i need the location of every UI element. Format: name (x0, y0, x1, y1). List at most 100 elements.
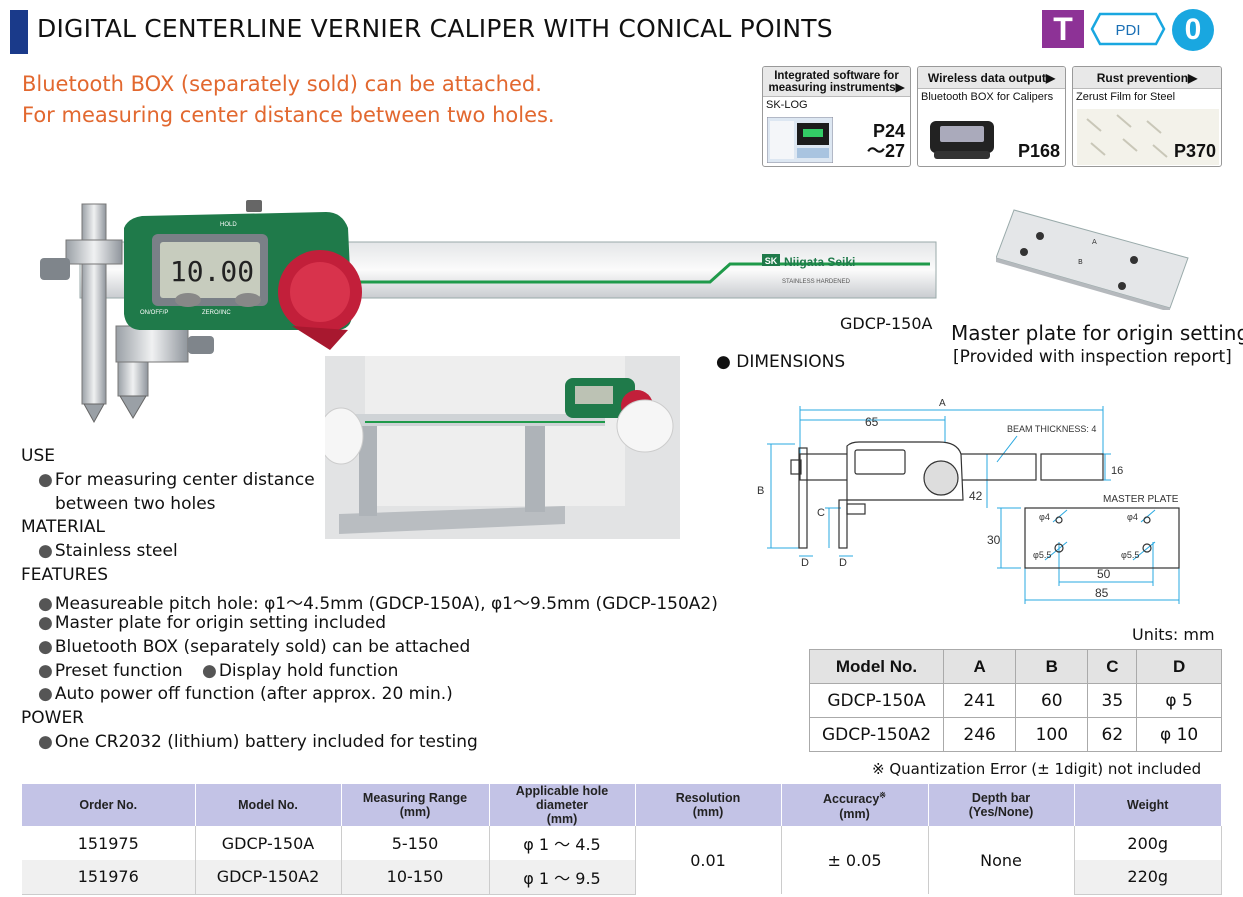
spec-col-resolution: Resolution(mm) (635, 784, 782, 826)
spec-cell: 151975 (22, 826, 196, 860)
feature-item-4: Preset function (38, 661, 183, 681)
spec-cell-accuracy: ± 0.05 (781, 826, 929, 894)
bluetooth-box-icon (930, 121, 994, 159)
dim-label-phi4-right: φ4 (1127, 512, 1138, 522)
zero-label: ZERO/INC (202, 310, 231, 316)
hold-button (246, 200, 262, 212)
feature-item-1: Measureable pitch hole: φ1～4.5mm (GDCP-1… (38, 589, 718, 614)
ref-wireless-sub: Bluetooth BOX for Calipers (921, 91, 1054, 103)
spec-col-hole: Applicable hole diameter(mm) (489, 784, 636, 826)
spec-cell: 220g (1074, 860, 1222, 895)
dim-label-master: MASTER PLATE (1103, 494, 1179, 505)
zero-button (235, 293, 261, 307)
ref-rust-page: P370 (1173, 141, 1216, 161)
ref-software-page-1: P24 (872, 121, 905, 141)
dim-cell: 241 (942, 683, 1017, 718)
dim-label-phi4-left: φ4 (1039, 512, 1050, 522)
dim-cell: φ 10 (1136, 717, 1222, 752)
spec-cell: 10-150 (341, 860, 490, 895)
dim-cell: φ 5 (1136, 683, 1222, 718)
dim-label-65: 65 (865, 415, 879, 429)
dim-label-42: 42 (969, 489, 983, 503)
usage-photo (325, 356, 680, 539)
master-plate-note: [Provided with inspection report] (953, 347, 1232, 367)
badge-t: T (1042, 10, 1084, 48)
spec-col-model: Model No. (195, 784, 342, 826)
dimension-table-header: Model No. A B C D (809, 649, 1222, 684)
spec-cell: 5-150 (341, 826, 490, 860)
ref-wireless-head: Wireless data output▶ (918, 67, 1065, 89)
dim-col-c: C (1087, 649, 1138, 684)
on-off-button (175, 293, 201, 307)
ref-software-head-2: measuring instruments▶ (768, 82, 905, 94)
caliper-illustration: SK Niigata Seiki STAINLESS HARDENED 10.0… (40, 200, 937, 424)
dim-cell: 246 (942, 717, 1017, 752)
units-note: Units: mm (1132, 625, 1215, 644)
spec-cell-resolution: 0.01 (635, 826, 782, 894)
table-row: 151976 GDCP-150A2 10-150 φ 1 ～ 9.5 220g (22, 860, 1222, 895)
spec-col-depth: Depth bar(Yes/None) (928, 784, 1075, 826)
quantization-note: ※ Quantization Error (± 1digit) not incl… (872, 760, 1202, 778)
spec-cell: 200g (1074, 826, 1222, 860)
dim-label-d1: D (801, 557, 809, 569)
dim-col-b: B (1015, 649, 1089, 684)
dim-label-phi55-right: φ5.5 (1121, 550, 1139, 560)
spec-cell: φ 1 ～ 9.5 (489, 860, 636, 895)
spec-table-header: Order No. Model No. Measuring Range(mm) … (22, 784, 1222, 826)
ref-rust-head: Rust prevention▶ (1073, 67, 1221, 89)
ref-software-sub: SK-LOG (766, 99, 808, 111)
master-plate-illustration: A B (996, 209, 1189, 310)
master-plate-caption: Master plate for origin setting (951, 321, 1243, 345)
dimensions-heading: ● DIMENSIONS (716, 352, 846, 372)
spec-cell-depth: None (928, 826, 1075, 894)
brand-mark (762, 254, 780, 266)
use-item-2: between two holes (55, 494, 216, 514)
spec-cell: GDCP-150A (195, 826, 342, 860)
table-row: GDCP-150A 241 60 35 φ 5 (809, 683, 1222, 718)
lock-screw-left (40, 258, 70, 280)
on-off-label: ON/OFF/P (140, 310, 168, 316)
title-accent-bar (10, 10, 28, 54)
table-row: 151975 GDCP-150A 5-150 φ 1 ～ 4.5 0.01 ± … (22, 826, 1222, 894)
table-row: GDCP-150A2 246 100 62 φ 10 (809, 717, 1222, 752)
ref-software-page-2: ～27 (866, 141, 905, 161)
dim-label-beam: BEAM THICKNESS: 4 (1007, 424, 1096, 434)
spec-table: Order No. Model No. Measuring Range(mm) … (22, 784, 1222, 895)
ref-wireless-page: P168 (1017, 141, 1060, 161)
dimension-table: Model No. A B C D GDCP-150A 241 60 35 φ … (809, 649, 1222, 752)
section-material: MATERIAL (21, 517, 106, 537)
pdi-label: PDI (1115, 22, 1140, 39)
dim-col-a: A (942, 649, 1017, 684)
dim-label-b: B (757, 485, 764, 497)
section-features: FEATURES (21, 565, 109, 585)
dim-label-16: 16 (1111, 465, 1123, 477)
dim-cell: 62 (1087, 717, 1138, 752)
spec-col-range: Measuring Range(mm) (341, 784, 490, 826)
subtitle-line-1: Bluetooth BOX (separately sold) can be a… (22, 72, 542, 96)
brand-name: Niigata Seiki (784, 255, 855, 269)
feature-item-5: Display hold function (202, 661, 399, 681)
use-item-1: For measuring center distance (38, 470, 315, 490)
plate-label-b: B (1078, 258, 1083, 266)
dim-cell: GDCP-150A2 (809, 717, 944, 752)
spec-cell: φ 1 ～ 4.5 (489, 826, 636, 860)
badge-zero: 0 (1172, 9, 1214, 51)
page-title: DIGITAL CENTERLINE VERNIER CALIPER WITH … (37, 14, 833, 43)
hold-label: HOLD (220, 222, 237, 228)
power-item-1: One CR2032 (lithium) battery included fo… (38, 732, 478, 752)
ref-box-software: Integrated software for measuring instru… (762, 66, 911, 167)
dim-cell: 100 (1015, 717, 1089, 752)
pdi-badge-icon: PDI (1090, 12, 1166, 46)
section-power: POWER (21, 708, 84, 728)
dim-label-d2: D (839, 557, 847, 569)
section-use: USE (21, 446, 55, 466)
spec-col-accuracy: Accuracy※(mm) (781, 784, 929, 826)
ref-box-rust: Rust prevention▶ Zerust Film for Steel P… (1072, 66, 1222, 167)
lock-screw-slider (188, 336, 214, 354)
feature-item-2: Master plate for origin setting included (38, 613, 386, 633)
subtitle-line-2: For measuring center distance between tw… (22, 103, 555, 127)
dim-label-phi55-left: φ5.5 (1033, 550, 1051, 560)
dim-label-50: 50 (1097, 567, 1111, 581)
dim-cell: 60 (1015, 683, 1089, 718)
dim-label-c: C (817, 507, 825, 519)
